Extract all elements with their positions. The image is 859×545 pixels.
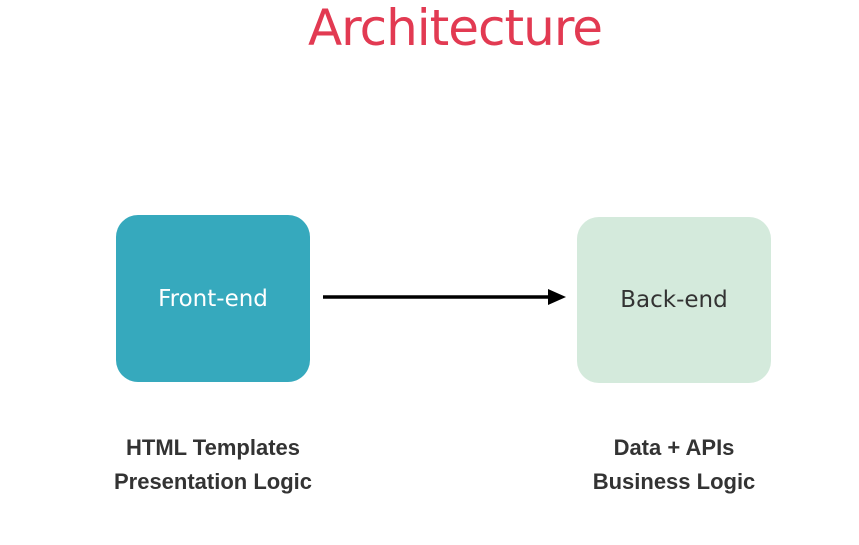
frontend-label: Front-end [158, 285, 268, 312]
backend-box: Back-end [577, 217, 771, 383]
backend-caption-line2: Business Logic [592, 469, 756, 494]
arrow-head-icon [548, 289, 566, 305]
backend-label: Back-end [620, 287, 728, 313]
frontend-caption: HTML Templates Presentation Logic [88, 431, 338, 499]
frontend-to-backend-arrow [323, 289, 566, 305]
frontend-box: Front-end [116, 215, 310, 382]
frontend-caption-line1: HTML Templates [126, 435, 300, 460]
slide-title: Architecture [307, 0, 603, 57]
frontend-caption-line2: Presentation Logic [113, 469, 313, 494]
backend-caption: Data + APIs Business Logic [549, 431, 799, 499]
backend-caption-line1: Data + APIs [613, 435, 735, 460]
